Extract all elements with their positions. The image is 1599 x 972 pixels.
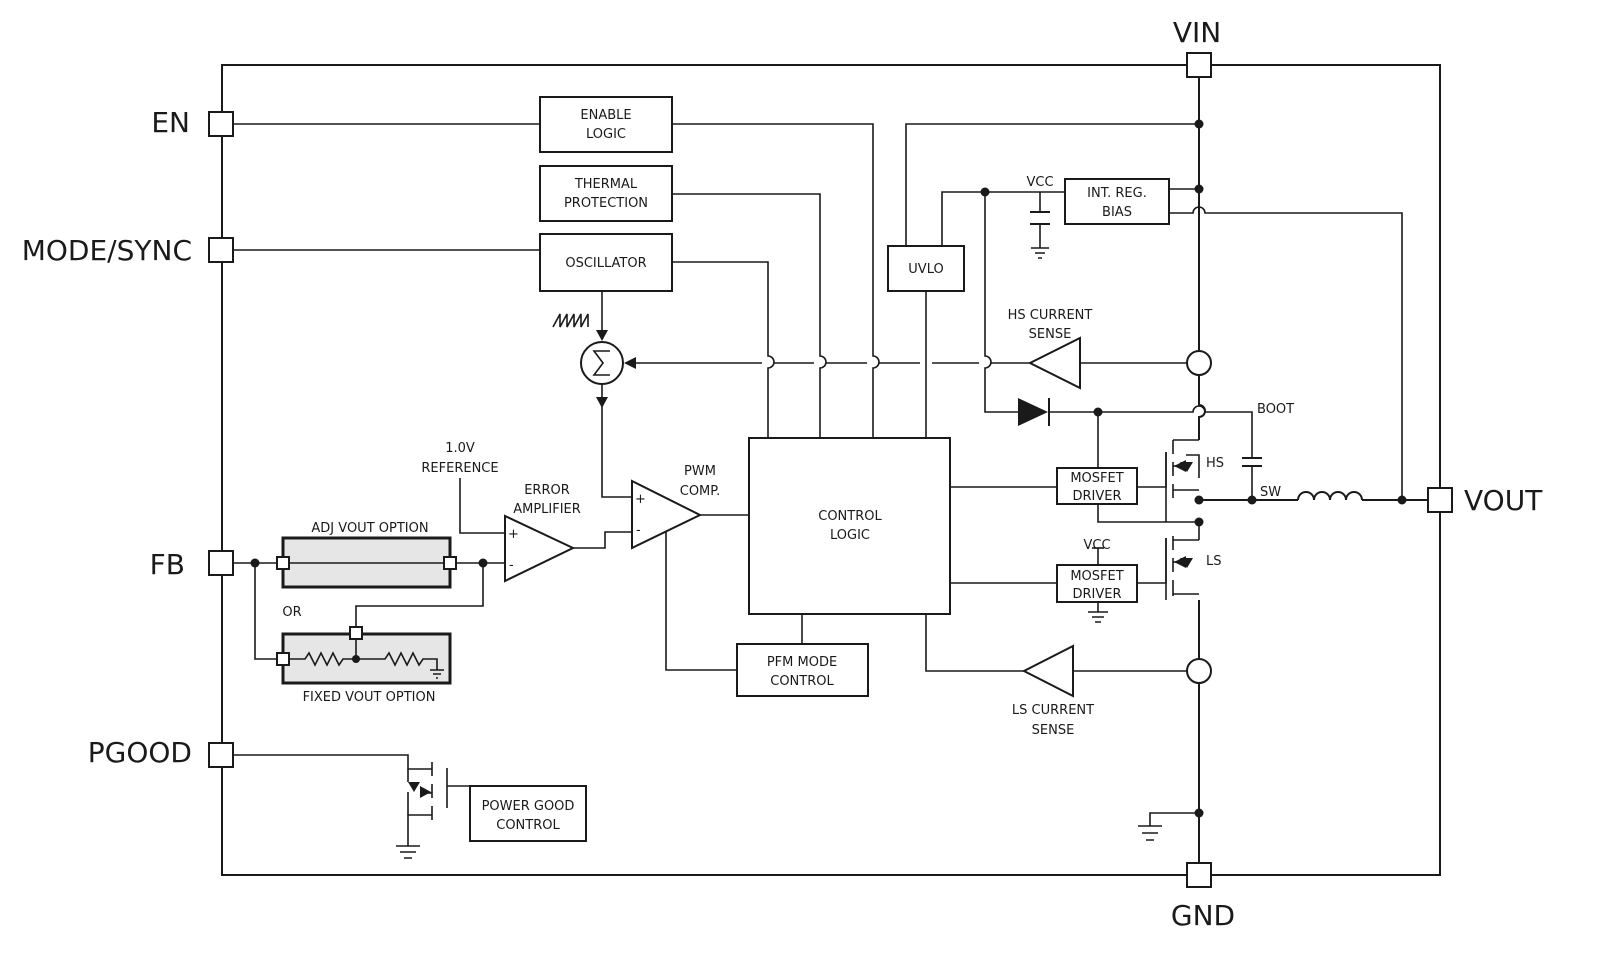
ls-sense-node-icon <box>1186 658 1212 684</box>
reference-label-1: 1.0V <box>445 441 475 456</box>
pwm-comparator: + - <box>631 479 703 550</box>
vcc-capacitor-icon <box>1030 211 1050 259</box>
hs-current-sense-label-1: HS CURRENT <box>1008 308 1093 323</box>
ea-plus-label: + <box>508 527 519 542</box>
block-power-good-control: POWER GOOD CONTROL <box>469 785 587 842</box>
ea-minus-label: - <box>509 558 514 573</box>
ground-icon-main <box>1138 825 1162 841</box>
hs-label: HS <box>1206 456 1224 471</box>
pfm-label-1: PFM MODE <box>767 655 837 670</box>
pin-pgood-label: PGOOD <box>88 736 192 769</box>
arrow-left-icon <box>624 357 636 369</box>
junction-dots <box>250 119 1407 818</box>
ls-current-sense-amp <box>1021 644 1074 698</box>
pin-pgood: PGOOD <box>88 736 234 769</box>
boot-diode-icon <box>1018 398 1050 426</box>
uvlo-label: UVLO <box>908 262 943 277</box>
vcc-driver-label: VCC <box>1083 538 1110 553</box>
block-enable-logic: ENABLE LOGIC <box>539 96 673 153</box>
ls-driver-label-1: MOSFET <box>1070 569 1123 584</box>
sw-label: SW <box>1260 485 1281 500</box>
thermal-label-1: THERMAL <box>574 177 638 192</box>
fixed-vout-option-label: FIXED VOUT OPTION <box>303 690 436 705</box>
thermal-label-2: PROTECTION <box>564 196 648 211</box>
pgood-mosfet-icon <box>407 762 448 820</box>
hs-driver-label-1: MOSFET <box>1070 471 1123 486</box>
pwm-comp-label-2: COMP. <box>680 484 720 499</box>
error-amp-label-1: ERROR <box>524 483 570 498</box>
block-mosfet-driver-ls: MOSFET DRIVER <box>1056 564 1138 603</box>
block-pfm-mode-control: PFM MODE CONTROL <box>736 643 869 697</box>
pgood-ctrl-label-2: CONTROL <box>496 818 560 833</box>
vcc-top-label: VCC <box>1026 175 1053 190</box>
adj-vout-option: ADJ VOUT OPTION <box>276 521 457 589</box>
arrow-down-icon <box>596 330 608 341</box>
inductor-icon <box>1297 491 1363 501</box>
pin-gnd: GND <box>1171 862 1235 932</box>
ls-current-sense-label-1: LS CURRENT <box>1012 703 1094 718</box>
or-label: OR <box>282 605 301 620</box>
pin-fb-label: FB <box>150 548 185 581</box>
pwm-comp-label-1: PWM <box>684 464 716 479</box>
boot-label: BOOT <box>1257 402 1294 417</box>
hs-current-sense-label-2: SENSE <box>1029 327 1072 342</box>
ic-package-outline <box>221 64 1441 876</box>
hs-current-sense-amp <box>1027 336 1081 390</box>
pin-vout-label: VOUT <box>1464 484 1543 517</box>
control-logic-label-2: LOGIC <box>830 528 870 543</box>
ls-current-sense-label-2: SENSE <box>1032 723 1075 738</box>
summing-junction <box>580 330 636 408</box>
block-thermal-protection: THERMAL PROTECTION <box>539 165 673 222</box>
pgood-ctrl-label-1: POWER GOOD <box>482 799 575 814</box>
ground-icon-pgood <box>396 845 420 859</box>
fixed-vout-option: FIXED VOUT OPTION <box>276 626 452 705</box>
ground-icon-ls-driver <box>1088 611 1108 623</box>
block-control-logic: CONTROL LOGIC <box>748 437 951 615</box>
ls-mosfet-icon <box>1165 522 1200 600</box>
control-logic-label-1: CONTROL <box>818 509 882 524</box>
wiring <box>233 77 1428 863</box>
pin-en-label: EN <box>151 106 190 139</box>
pin-en: EN <box>151 106 234 139</box>
pwm-minus-label: - <box>636 523 641 538</box>
oscillator-label: OSCILLATOR <box>565 256 646 271</box>
boot-capacitor-icon <box>1242 457 1262 467</box>
pin-mode-sync-label: MODE/SYNC <box>22 234 192 267</box>
pin-gnd-label: GND <box>1171 899 1235 932</box>
hs-driver-label-2: DRIVER <box>1072 489 1121 504</box>
enable-logic-label-2: LOGIC <box>586 127 626 142</box>
pin-fb: FB <box>150 548 234 581</box>
pin-vin-label: VIN <box>1173 16 1221 49</box>
resistor-divider-icon <box>289 651 438 670</box>
block-uvlo: UVLO <box>887 245 965 292</box>
hs-mosfet-icon <box>1165 439 1200 522</box>
adj-vout-option-label: ADJ VOUT OPTION <box>311 521 428 536</box>
reference-label-2: REFERENCE <box>421 461 498 476</box>
pfm-label-2: CONTROL <box>770 674 834 689</box>
ls-label: LS <box>1206 554 1222 569</box>
pin-vin: VIN <box>1173 16 1221 78</box>
int-reg-label-2: BIAS <box>1102 205 1132 220</box>
block-mosfet-driver-hs: MOSFET DRIVER <box>1056 467 1138 505</box>
block-oscillator: OSCILLATOR <box>539 233 673 292</box>
pwm-plus-label: + <box>635 492 646 507</box>
error-amp-label-2: AMPLIFIER <box>513 502 581 517</box>
block-int-reg-bias: INT. REG. BIAS <box>1064 178 1170 225</box>
error-amplifier: + - <box>504 514 576 583</box>
enable-logic-label-1: ENABLE <box>580 108 631 123</box>
ls-driver-label-2: DRIVER <box>1072 587 1121 602</box>
arrow-down-icon-2 <box>596 397 608 408</box>
sigma-icon <box>592 350 610 376</box>
pin-mode-sync: MODE/SYNC <box>22 234 234 267</box>
hs-sense-node-icon <box>1186 350 1212 376</box>
int-reg-label-1: INT. REG. <box>1087 186 1147 201</box>
sawtooth-icon <box>552 313 589 328</box>
pin-vout: VOUT <box>1427 484 1543 517</box>
